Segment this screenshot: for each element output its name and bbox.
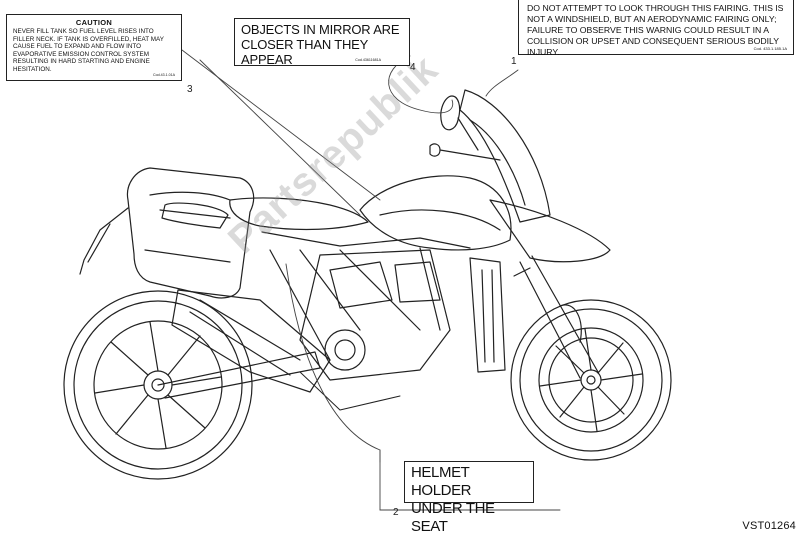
fairing-code: Cod. 433.1.185.1A <box>753 46 787 51</box>
callout-number-1: 1 <box>511 56 517 67</box>
callout-number-2: 2 <box>393 507 399 518</box>
fairing-label: DO NOT ATTEMPT TO LOOK THROUGH THIS FAIR… <box>518 0 794 57</box>
leader-2 <box>285 263 381 511</box>
fairing-text: DO NOT ATTEMPT TO LOOK THROUGH THIS FAIR… <box>527 3 784 57</box>
caution-heading: CAUTION <box>75 18 113 27</box>
helmet-line-2: UNDER THE SEAT <box>411 500 495 534</box>
swingarm <box>157 351 321 399</box>
seat <box>229 197 369 231</box>
front-beak <box>489 199 611 263</box>
helmet-label: HELMET HOLDER UNDER THE SEAT <box>404 461 534 534</box>
reference-code: VST01264 <box>742 520 796 532</box>
engine <box>299 249 451 381</box>
front-fork <box>513 255 599 379</box>
front-fender <box>559 304 582 343</box>
exhaust <box>171 289 331 393</box>
leader-1 <box>485 69 519 97</box>
leader-4 <box>388 55 454 114</box>
front-wheel <box>510 299 672 461</box>
mirror-label: OBJECTS IN MIRROR ARE CLOSER THAN THEY A… <box>234 18 410 67</box>
rear-wheel <box>63 290 253 480</box>
side-case <box>126 167 255 299</box>
radiator <box>469 257 506 373</box>
caution-text: NEVER FILL TANK SO FUEL LEVEL RISES INTO… <box>13 28 164 73</box>
mirror <box>440 95 479 151</box>
mirror-code: Cod.43611681A <box>355 58 381 62</box>
callout-number-4: 4 <box>410 62 416 73</box>
mirror-line-1: OBJECTS IN MIRROR ARE <box>241 22 400 37</box>
caution-code: Cod.43.1.01A <box>153 73 175 77</box>
mirror-line-2: CLOSER THAN THEY APPEAR <box>241 37 368 67</box>
callout-number-3: 3 <box>187 84 193 95</box>
callout-leaders <box>181 49 561 511</box>
caution-label: CAUTION NEVER FILL TANK SO FUEL LEVEL RI… <box>6 14 182 81</box>
windscreen <box>459 89 551 223</box>
frame <box>261 231 471 361</box>
fuel-tank <box>359 175 512 251</box>
helmet-line-1: HELMET HOLDER <box>411 464 472 499</box>
handlebar <box>429 143 501 161</box>
